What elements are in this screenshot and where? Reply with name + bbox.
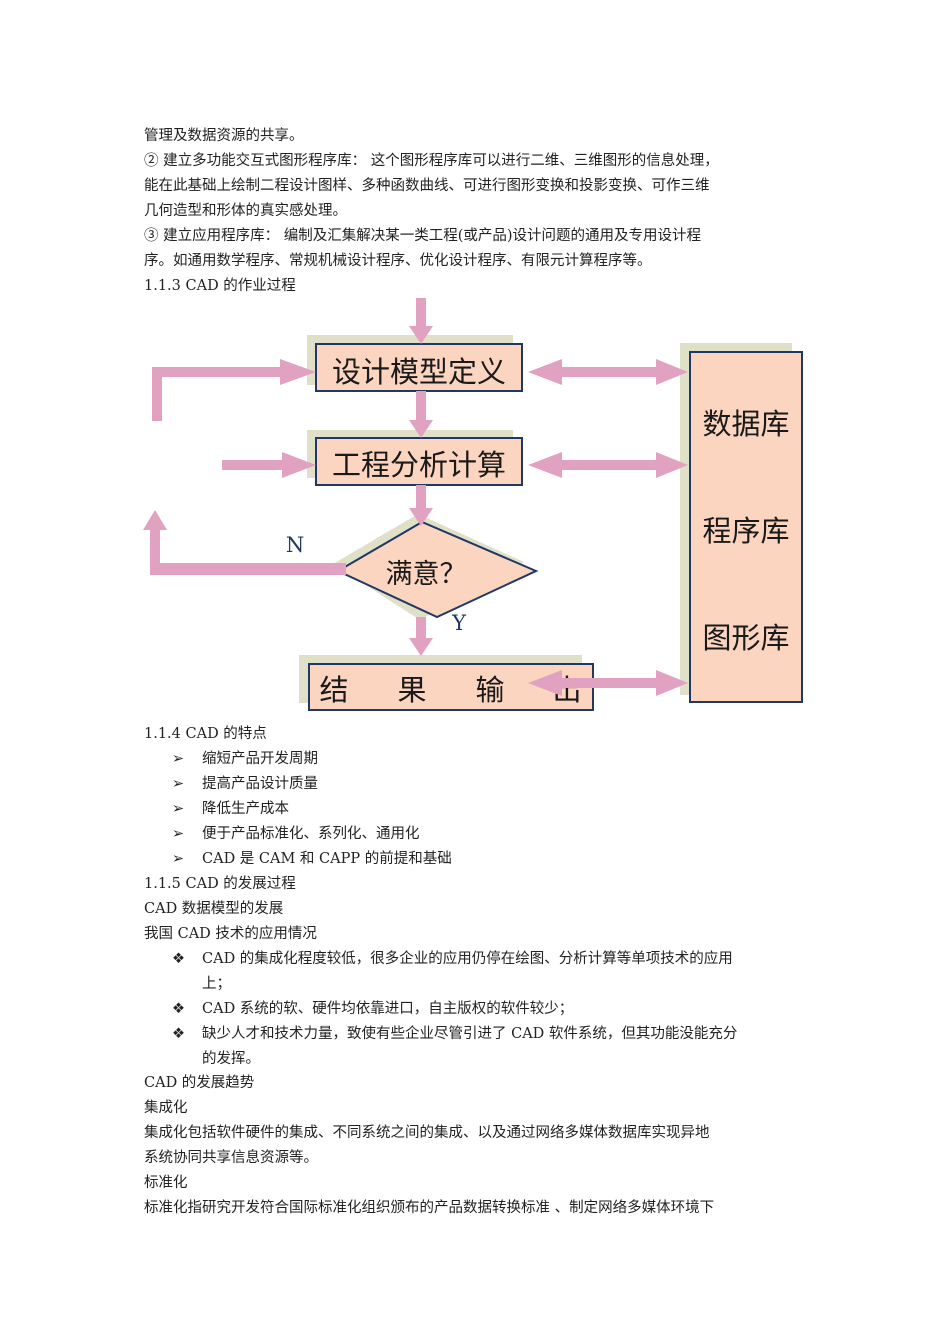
box-libraries bbox=[689, 351, 803, 703]
arrowhead-bullet-icon: ➢ bbox=[172, 776, 185, 792]
box-model-definition bbox=[315, 343, 523, 392]
output-char: 结 bbox=[319, 673, 348, 707]
list-item: CAD 是 CAM 和 CAPP 的前提和基础 bbox=[202, 851, 452, 867]
arrowhead-bullet-icon: ➢ bbox=[172, 826, 185, 842]
list-item: 提高产品设计质量 bbox=[202, 776, 318, 792]
arrowhead-bullet-icon: ➢ bbox=[172, 801, 185, 817]
cad-process-diagram: 设计模型定义 工程分析计算 满意？ 结 果 输 出 数据库 程序库 图形库 N … bbox=[143, 298, 803, 711]
text-line: 我国 CAD 技术的应用情况 bbox=[144, 926, 317, 942]
output-char: 输 bbox=[475, 673, 504, 707]
list-item: CAD 的集成化程度较低，很多企业的应用仍停在绘图、分析计算等单项技术的应用 bbox=[202, 951, 733, 967]
section-heading: 1.1.3 CAD 的作业过程 bbox=[144, 278, 296, 294]
double-arrow bbox=[528, 670, 688, 696]
double-arrow bbox=[528, 359, 688, 385]
diamond-dots-bullet-icon: ❖ bbox=[172, 1001, 185, 1017]
text-line: 标准化指研究开发符合国际标准化组织颁布的产品数据转换标准 、制定网络多媒体环境下 bbox=[144, 1200, 715, 1216]
text-line: 集成化包括软件硬件的集成、不同系统之间的集成、以及通过网络多媒体数据库实现异地 bbox=[144, 1125, 710, 1141]
section-heading: 1.1.5 CAD 的发展过程 bbox=[144, 876, 296, 892]
section-heading: 1.1.4 CAD 的特点 bbox=[144, 726, 267, 742]
text-line: ② 建立多功能交互式图形程序库： 这个图形程序库可以进行二维、三维图形的信息处理… bbox=[144, 153, 719, 169]
decision-label: 满意？ bbox=[386, 559, 467, 590]
text-line: 集成化 bbox=[144, 1100, 188, 1116]
text-line: CAD 数据模型的发展 bbox=[144, 901, 284, 917]
arrows bbox=[143, 298, 688, 656]
text-line: 能在此基础上绘制二程设计图样、多种函数曲线、可进行图形变换和投影变换、可作三维 bbox=[144, 178, 710, 194]
text-line: CAD 的发展趋势 bbox=[144, 1075, 255, 1091]
list-item: 缩短产品开发周期 bbox=[202, 751, 318, 767]
arrowhead-bullet-icon: ➢ bbox=[172, 851, 185, 867]
box-analysis-label: 工程分析计算 bbox=[332, 448, 506, 482]
list-item: 便于产品标准化、系列化、通用化 bbox=[202, 826, 420, 842]
list-item: 缺少人才和技术力量，致使有些企业尽管引进了 CAD 软件系统，但其功能没能充分 bbox=[202, 1026, 738, 1042]
list-item-continuation: 上； bbox=[202, 976, 231, 992]
diamond-dots-bullet-icon: ❖ bbox=[172, 1026, 185, 1042]
text-line: 几何造型和形体的真实感处理。 bbox=[144, 203, 347, 219]
library-label: 程序库 bbox=[702, 514, 789, 548]
text-line: 系统协同共享信息资源等。 bbox=[144, 1150, 318, 1166]
output-char: 果 bbox=[397, 673, 426, 707]
text-line: 序。如通用数学程序、常规机械设计程序、优化设计程序、有限元计算程序等。 bbox=[144, 253, 652, 269]
list-item: CAD 系统的软、硬件均依靠进口，自主版权的软件较少； bbox=[202, 1001, 574, 1017]
arrowhead-bullet-icon: ➢ bbox=[172, 751, 185, 767]
library-label: 数据库 bbox=[702, 407, 789, 441]
text-line: ③ 建立应用程序库： 编制及汇集解决某一类工程(或产品)设计问题的通用及专用设计… bbox=[144, 228, 702, 244]
diamond-dots-bullet-icon: ❖ bbox=[172, 951, 185, 967]
double-arrow bbox=[528, 452, 688, 478]
yes-label: Y bbox=[451, 611, 467, 635]
list-item-continuation: 的发挥。 bbox=[202, 1051, 260, 1067]
box-model-label: 设计模型定义 bbox=[332, 355, 506, 389]
no-label: N bbox=[286, 533, 304, 557]
list-item: 降低生产成本 bbox=[202, 801, 289, 817]
text-line: 标准化 bbox=[144, 1175, 188, 1191]
library-label: 图形库 bbox=[702, 621, 789, 655]
text-line: 管理及数据资源的共享。 bbox=[144, 128, 304, 144]
decision-diamond bbox=[335, 520, 539, 619]
